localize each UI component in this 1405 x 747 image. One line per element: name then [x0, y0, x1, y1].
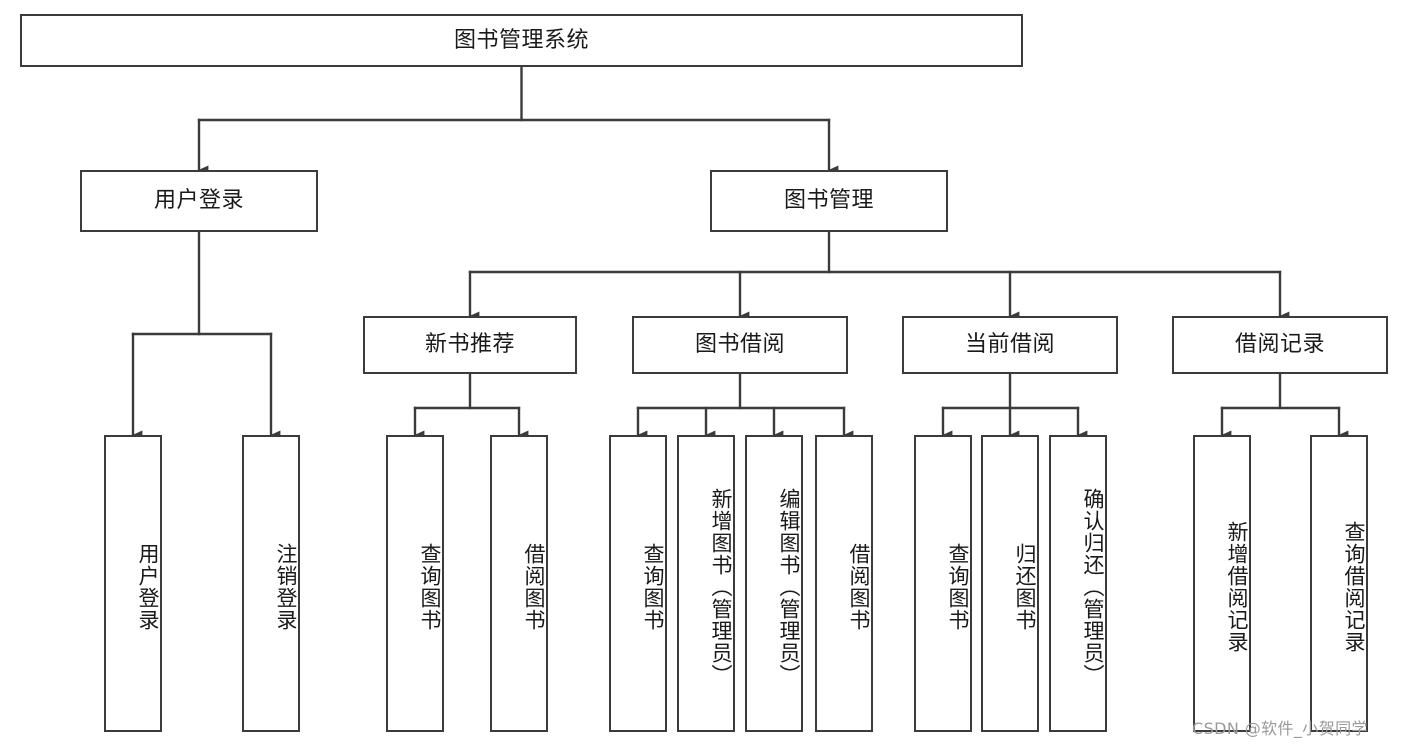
- node-label: 图书借阅: [694, 332, 785, 358]
- leaf-query-borrow-record[interactable]: 查询借阅记录: [1310, 435, 1368, 732]
- node-label: 查询图书: [641, 542, 665, 631]
- leaf-borrow-book-1[interactable]: 借阅图书: [490, 435, 548, 732]
- leaf-add-book[interactable]: 新增图书（管理员）: [677, 435, 735, 732]
- leaf-confirm-return[interactable]: 确认归还（管理员）: [1049, 435, 1107, 732]
- leaf-query-book-1[interactable]: 查询图书: [386, 435, 444, 732]
- node-label: 借阅图书: [847, 542, 871, 631]
- leaf-user-login[interactable]: 用户登录: [104, 435, 162, 732]
- node-label: 借阅记录: [1234, 332, 1325, 358]
- node-label: 用户登录: [153, 188, 244, 214]
- node-label: 用户登录: [136, 542, 160, 631]
- leaf-query-book-3[interactable]: 查询图书: [914, 435, 972, 732]
- node-label: 新书推荐: [424, 332, 515, 358]
- node-new-book-recommend[interactable]: 新书推荐: [363, 316, 577, 374]
- node-label: 当前借阅: [964, 332, 1055, 358]
- node-label: 查询图书: [946, 542, 970, 631]
- node-label: 图书管理: [783, 188, 874, 214]
- node-book-borrow[interactable]: 图书借阅: [632, 316, 848, 374]
- node-label: 注销登录: [274, 542, 298, 631]
- node-borrow-record[interactable]: 借阅记录: [1172, 316, 1388, 374]
- node-label: 查询借阅记录: [1342, 520, 1366, 653]
- leaf-edit-book[interactable]: 编辑图书（管理员）: [745, 435, 803, 732]
- leaf-borrow-book-2[interactable]: 借阅图书: [815, 435, 873, 732]
- node-book-management[interactable]: 图书管理: [710, 170, 948, 232]
- node-label: 确认归还（管理员）: [1081, 487, 1105, 686]
- leaf-query-book-2[interactable]: 查询图书: [609, 435, 667, 732]
- node-label: 查询图书: [418, 542, 442, 631]
- node-label: 借阅图书: [522, 542, 546, 631]
- leaf-add-borrow-record[interactable]: 新增借阅记录: [1193, 435, 1251, 732]
- csdn-watermark: CSDN @软件_小贺同学: [1192, 719, 1368, 738]
- node-label: 归还图书: [1013, 542, 1037, 631]
- leaf-return-book[interactable]: 归还图书: [981, 435, 1039, 732]
- node-label: 新增图书（管理员）: [709, 487, 733, 686]
- node-label: 图书管理系统: [453, 27, 589, 53]
- node-book-management-system[interactable]: 图书管理系统: [20, 14, 1023, 67]
- node-label: 编辑图书（管理员）: [777, 487, 801, 686]
- leaf-logout-login[interactable]: 注销登录: [242, 435, 300, 732]
- node-label: 新增借阅记录: [1225, 520, 1249, 653]
- node-current-borrow[interactable]: 当前借阅: [902, 316, 1118, 374]
- node-user-login[interactable]: 用户登录: [80, 170, 318, 232]
